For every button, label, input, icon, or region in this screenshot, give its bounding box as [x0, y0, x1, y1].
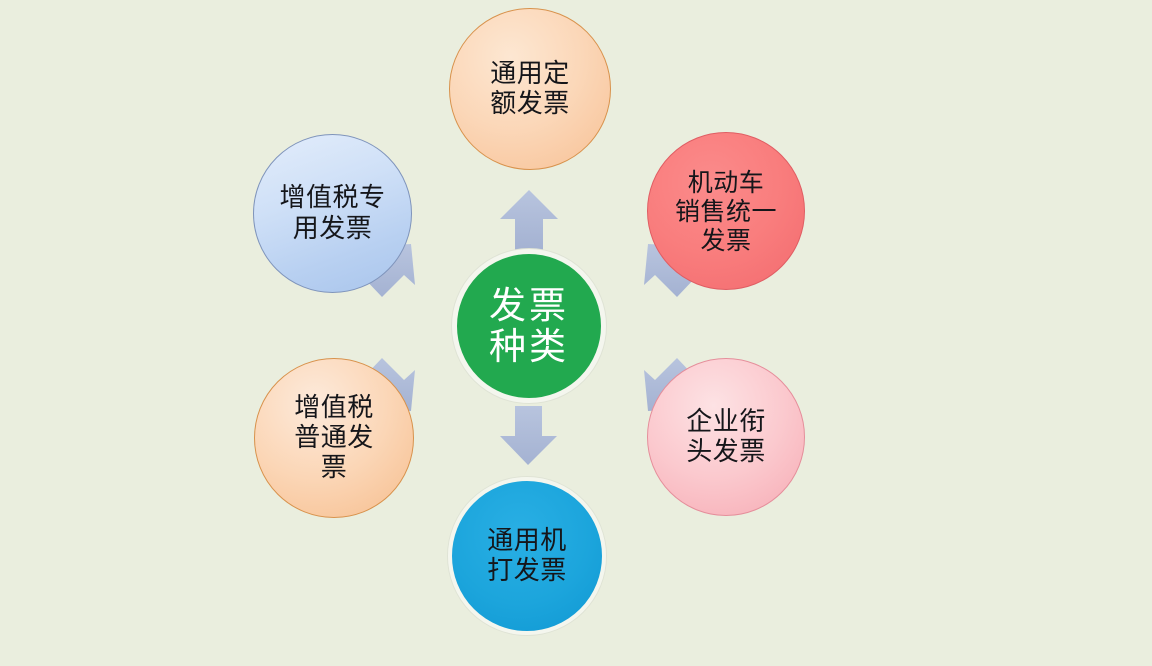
center-label: 发票 种类	[489, 283, 569, 368]
node-label: 通用机 打发票	[487, 525, 567, 586]
node-invoice-types-center[interactable]: 发票 种类	[452, 249, 606, 403]
node-general-quota-invoice[interactable]: 通用定 额发票	[449, 8, 611, 170]
arrow-up-right-icon	[644, 244, 696, 297]
node-vat-ordinary-invoice[interactable]: 增值税 普通发 票	[254, 358, 414, 518]
node-label: 增值税专 用发票	[279, 183, 386, 244]
node-enterprise-letterhead-invoice[interactable]: 企业衔 头发票	[647, 358, 805, 516]
node-label: 机动车 销售统一 发票	[674, 167, 777, 255]
arrow-down-icon	[500, 406, 557, 465]
arrow-up-icon	[500, 190, 558, 250]
node-label: 通用定 额发票	[490, 58, 570, 119]
node-label: 增值税 普通发 票	[294, 392, 374, 484]
node-general-machine-printed-invoice[interactable]: 通用机 打发票	[448, 477, 606, 635]
node-motor-vehicle-sales-unified-invoice[interactable]: 机动车 销售统一 发票	[647, 132, 805, 290]
node-label: 企业衔 头发票	[686, 406, 766, 467]
node-vat-special-invoice[interactable]: 增值税专 用发票	[253, 134, 412, 293]
arrow-up-left-icon	[363, 244, 415, 297]
